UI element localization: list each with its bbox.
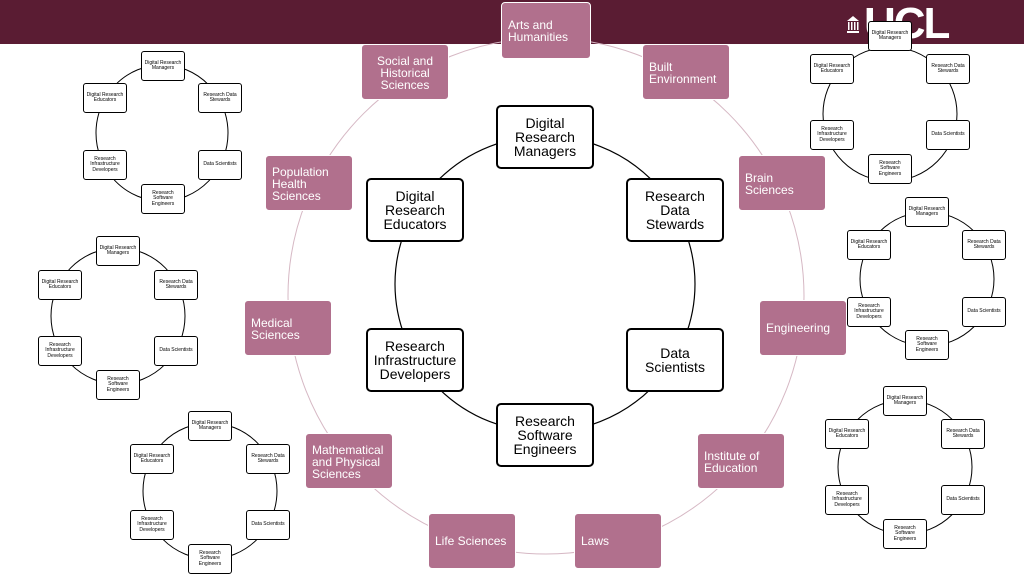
- mini5-stewards: Research Data Stewards: [962, 230, 1006, 260]
- mini4-managers: Digital Research Managers: [868, 21, 912, 51]
- mini3-scientists: Data Scientists: [246, 510, 290, 540]
- mini5-developers: Research Infrastructure Developers: [847, 297, 891, 327]
- mini5-managers: Digital Research Managers: [905, 197, 949, 227]
- mini6-managers: Digital Research Managers: [883, 386, 927, 416]
- mini2-managers: Digital Research Managers: [96, 236, 140, 266]
- mini1-managers: Digital Research Managers: [141, 51, 185, 81]
- mini1-developers: Research Infrastructure Developers: [83, 150, 127, 180]
- mini4-developers: Research Infrastructure Developers: [810, 120, 854, 150]
- mini5-scientists: Data Scientists: [962, 297, 1006, 327]
- mini4-scientists: Data Scientists: [926, 120, 970, 150]
- faculty-social-historical: Social and Historical Sciences: [361, 44, 449, 100]
- mini4-educators: Digital Research Educators: [810, 54, 854, 84]
- mini3-developers: Research Infrastructure Developers: [130, 510, 174, 540]
- mini2-educators: Digital Research Educators: [38, 270, 82, 300]
- faculty-institute-education: Institute of Education: [697, 433, 785, 489]
- portico-icon: [847, 16, 859, 33]
- faculty-population-health: Population Health Sciences: [265, 155, 353, 211]
- mini6-educators: Digital Research Educators: [825, 419, 869, 449]
- role-research-data-stewards: Research Data Stewards: [626, 178, 724, 242]
- mini5-engineers: Research Software Engineers: [905, 330, 949, 360]
- mini5-educators: Digital Research Educators: [847, 230, 891, 260]
- faculty-built-environment: Built Environment: [642, 44, 730, 100]
- mini3-stewards: Research Data Stewards: [246, 444, 290, 474]
- role-digital-research-managers: Digital Research Managers: [496, 105, 594, 169]
- mini3-educators: Digital Research Educators: [130, 444, 174, 474]
- mini1-stewards: Research Data Stewards: [198, 83, 242, 113]
- mini6-scientists: Data Scientists: [941, 485, 985, 515]
- role-digital-research-educators: Digital Research Educators: [366, 178, 464, 242]
- role-research-software-engineers: Research Software Engineers: [496, 403, 594, 467]
- role-research-infrastructure-developers: Research Infrastructure Developers: [366, 328, 464, 392]
- faculty-medical-sciences: Medical Sciences: [244, 300, 332, 356]
- mini2-engineers: Research Software Engineers: [96, 370, 140, 400]
- mini6-developers: Research Infrastructure Developers: [825, 485, 869, 515]
- mini6-stewards: Research Data Stewards: [941, 419, 985, 449]
- faculty-mathematical-physical: Mathematical and Physical Sciences: [305, 433, 393, 489]
- mini3-engineers: Research Software Engineers: [188, 544, 232, 574]
- mini1-engineers: Research Software Engineers: [141, 184, 185, 214]
- faculty-life-sciences: Life Sciences: [428, 513, 516, 569]
- faculty-arts-humanities: Arts and Humanities: [501, 2, 591, 59]
- faculty-laws: Laws: [574, 513, 662, 569]
- mini2-stewards: Research Data Stewards: [154, 270, 198, 300]
- role-data-scientists: Data Scientists: [626, 328, 724, 392]
- mini2-scientists: Data Scientists: [154, 336, 198, 366]
- mini4-engineers: Research Software Engineers: [868, 154, 912, 184]
- mini1-educators: Digital Research Educators: [83, 83, 127, 113]
- mini4-stewards: Research Data Stewards: [926, 54, 970, 84]
- mini6-engineers: Research Software Engineers: [883, 519, 927, 549]
- faculty-engineering: Engineering: [759, 300, 847, 356]
- mini2-developers: Research Infrastructure Developers: [38, 336, 82, 366]
- mini3-managers: Digital Research Managers: [188, 411, 232, 441]
- faculty-brain-sciences: Brain Sciences: [738, 155, 826, 211]
- mini1-scientists: Data Scientists: [198, 150, 242, 180]
